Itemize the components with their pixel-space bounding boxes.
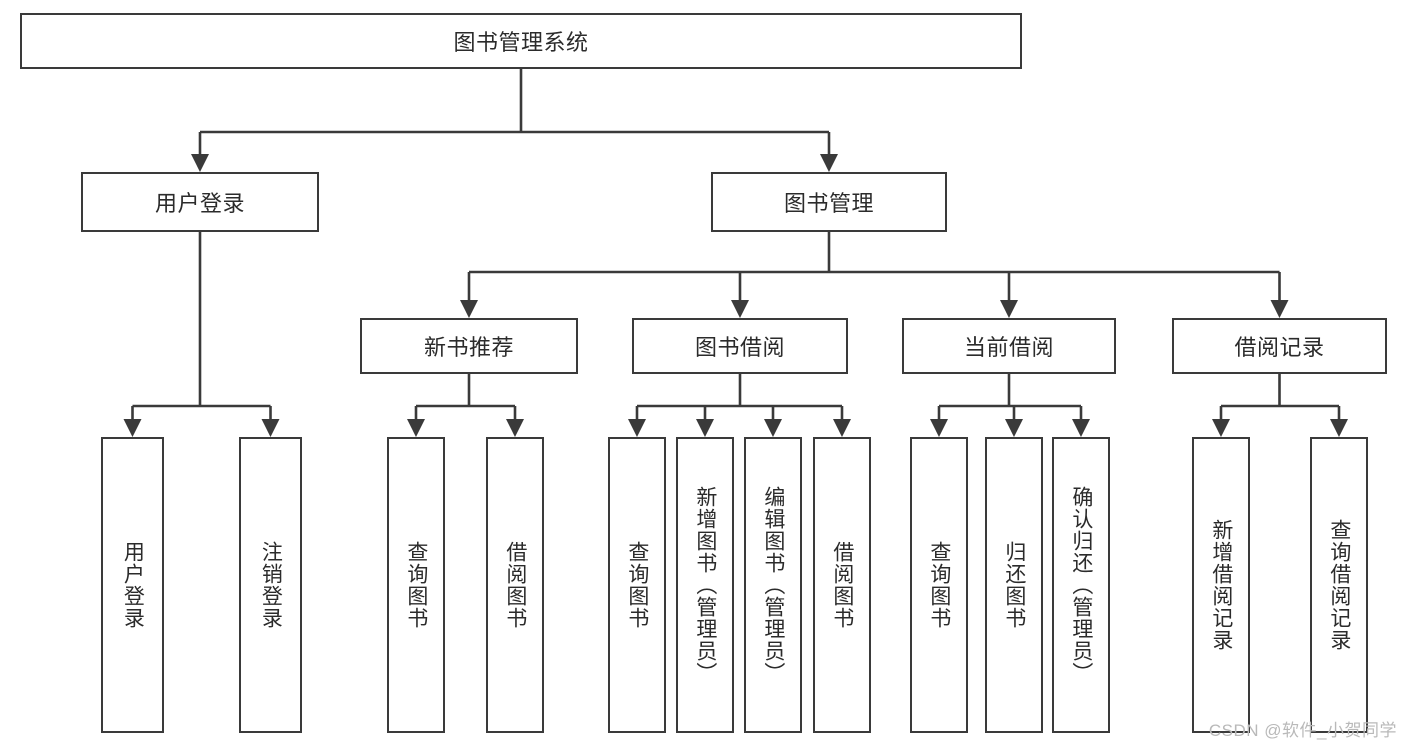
node-label: 图书借阅 [694, 335, 785, 360]
node-leaf-query-borrow-record[interactable]: 查询借阅记录 [1310, 437, 1368, 733]
node-label: 查询图书 [927, 541, 951, 629]
node-label: 当前借阅 [963, 335, 1054, 360]
node-leaf-user-login[interactable]: 用户登录 [101, 437, 164, 733]
node-leaf-add-borrow-record[interactable]: 新增借阅记录 [1192, 437, 1250, 733]
node-label: 编辑图书（管理员） [761, 486, 785, 684]
node-book-manage[interactable]: 图书管理 [711, 172, 947, 232]
node-label: 查询图书 [404, 541, 428, 629]
node-leaf-query-books-borrow[interactable]: 查询图书 [608, 437, 666, 733]
node-borrow-record[interactable]: 借阅记录 [1172, 318, 1387, 374]
node-user-login[interactable]: 用户登录 [81, 172, 319, 232]
node-label: 查询借阅记录 [1327, 519, 1351, 651]
node-leaf-confirm-return-admin[interactable]: 确认归还（管理员） [1052, 437, 1110, 733]
node-leaf-return-books[interactable]: 归还图书 [985, 437, 1043, 733]
node-label: 确认归还（管理员） [1069, 486, 1093, 684]
node-label: 借阅图书 [503, 541, 527, 629]
node-label: 归还图书 [1002, 541, 1026, 629]
node-leaf-add-book-admin[interactable]: 新增图书（管理员） [676, 437, 734, 733]
watermark-text: CSDN @软件_小贺同学 [1208, 721, 1397, 740]
node-label: 新增图书（管理员） [693, 486, 717, 684]
node-leaf-borrow-books-borrow[interactable]: 借阅图书 [813, 437, 871, 733]
node-leaf-logout-login[interactable]: 注销登录 [239, 437, 302, 733]
node-label: 用户登录 [154, 191, 245, 216]
node-label: 图书管理 [783, 191, 874, 216]
node-leaf-borrow-books-recommend[interactable]: 借阅图书 [486, 437, 544, 733]
node-label: 新书推荐 [423, 335, 514, 360]
node-label: 注销登录 [259, 541, 283, 629]
node-label: 图书管理系统 [453, 30, 589, 55]
node-label: 新增借阅记录 [1209, 519, 1233, 651]
node-label: 借阅记录 [1234, 335, 1325, 360]
node-leaf-query-books-current[interactable]: 查询图书 [910, 437, 968, 733]
node-book-borrow[interactable]: 图书借阅 [632, 318, 848, 374]
node-current-borrow[interactable]: 当前借阅 [902, 318, 1116, 374]
node-leaf-edit-book-admin[interactable]: 编辑图书（管理员） [744, 437, 802, 733]
node-label: 查询图书 [625, 541, 649, 629]
node-root[interactable]: 图书管理系统 [20, 13, 1022, 69]
node-new-book-recommend[interactable]: 新书推荐 [360, 318, 578, 374]
node-leaf-query-books-recommend[interactable]: 查询图书 [387, 437, 445, 733]
node-label: 借阅图书 [830, 541, 854, 629]
node-label: 用户登录 [121, 541, 145, 629]
